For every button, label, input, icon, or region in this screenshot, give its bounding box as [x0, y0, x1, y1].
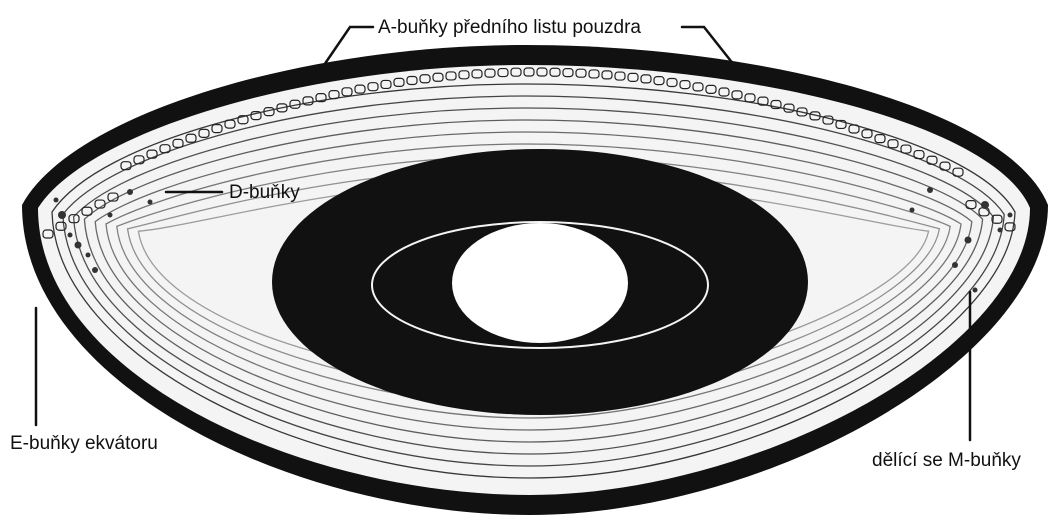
label-m-cells: dělící se M-buňky: [872, 450, 1021, 471]
epithelial-cell: [602, 71, 612, 79]
epithelial-cell: [576, 69, 586, 77]
epithelial-cell: [563, 69, 573, 77]
epithelial-cell: [420, 75, 430, 83]
epithelial-cell: [589, 70, 599, 78]
epithelial-cell: [355, 85, 365, 93]
epithelial-cell: [511, 68, 521, 76]
epithelial-cell: [628, 73, 638, 81]
epithelial-cell: [394, 78, 404, 86]
label-d-cells: D-buňky: [229, 182, 300, 203]
epithelial-cell: [199, 129, 209, 137]
epithelial-cell: [641, 75, 651, 83]
epithelial-cell: [693, 83, 703, 91]
epithelial-cell: [186, 134, 196, 142]
epithelial-cell: [407, 76, 417, 84]
epithelial-cell: [550, 68, 560, 76]
epithelial-cell: [368, 83, 378, 91]
epithelial-cell: [459, 71, 469, 79]
epithelial-cell: [537, 68, 547, 76]
label-e-cells: E-buňky ekvátoru: [10, 433, 158, 454]
epithelial-cell: [732, 91, 742, 99]
epithelial-cell: [43, 230, 53, 238]
epithelial-cell: [446, 72, 456, 80]
epithelial-cell: [498, 69, 508, 77]
epithelial-cell: [888, 140, 898, 148]
epithelial-cell: [381, 80, 391, 88]
epithelial-cell: [875, 135, 885, 143]
epithelial-cell: [615, 72, 625, 80]
epithelial-cell: [472, 70, 482, 78]
epithelial-cell: [433, 73, 443, 81]
epithelial-cell: [485, 69, 495, 77]
epithelial-cell: [342, 88, 352, 96]
label-a-cells: A-buňky předního listu pouzdra: [378, 17, 641, 38]
epithelial-cell: [862, 130, 872, 138]
epithelial-cell: [979, 208, 989, 216]
epithelial-cell: [745, 94, 755, 102]
lens-core: [452, 223, 628, 343]
epithelial-cell: [212, 125, 222, 133]
epithelial-cell: [654, 77, 664, 85]
epithelial-cell: [524, 68, 534, 76]
epithelial-cell: [706, 85, 716, 93]
epithelial-cell: [719, 88, 729, 96]
epithelial-cell: [680, 81, 690, 89]
epithelial-cell: [667, 79, 677, 87]
